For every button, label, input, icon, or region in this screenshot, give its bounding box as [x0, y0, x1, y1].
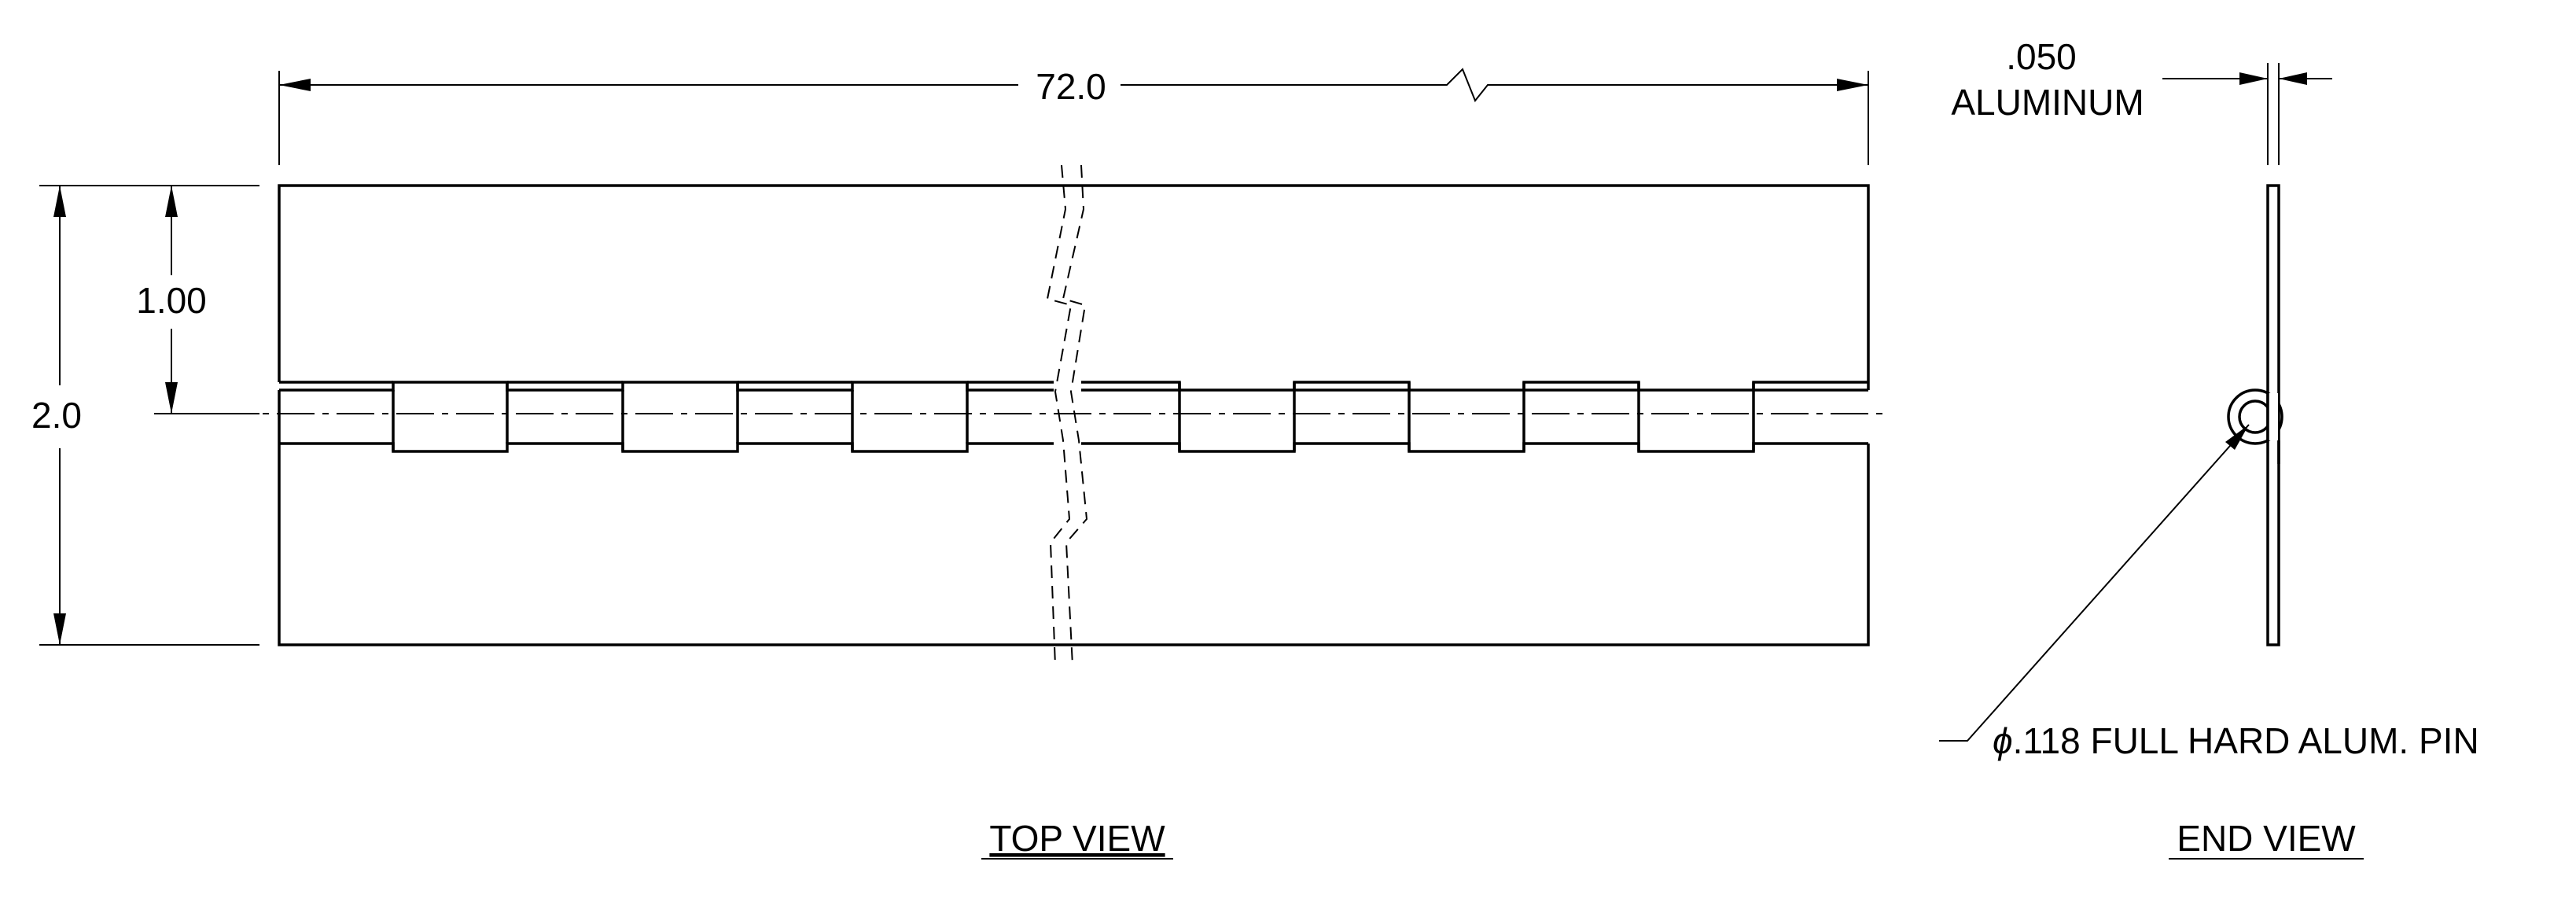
material-label: ALUMINUM — [1951, 82, 2144, 123]
upper-leaf-outline — [278, 184, 1870, 390]
knuckle-band — [278, 381, 1868, 453]
end-view-label: END VIEW — [2177, 818, 2356, 859]
break-lines — [1046, 164, 1088, 666]
length-dimension — [278, 68, 1869, 165]
pin-leader — [1939, 424, 2250, 742]
thickness-dimension — [2162, 63, 2332, 165]
lower-leaf-outline — [278, 444, 1870, 646]
thickness-label: .050 — [2006, 36, 2077, 77]
length-dimension-label: 72.0 — [1036, 66, 1106, 107]
pin-note-text: .118 FULL HARD ALUM. PIN — [2013, 720, 2479, 761]
end-view: .050 ALUMINUM ϕ.118 FULL HARD ALUM. PIN … — [1939, 36, 2479, 860]
top-view-label: TOP VIEW — [989, 818, 1165, 859]
top-view: 72.0 2.0 1.00 TOP VIEW — [31, 66, 1887, 860]
pin-note-label: ϕ.118 FULL HARD ALUM. PIN — [1993, 720, 2479, 761]
width-dimension-label: 2.0 — [31, 395, 82, 436]
pin-circle — [2238, 399, 2272, 434]
half-width-dimension — [154, 186, 259, 414]
width-dimension — [39, 185, 259, 646]
pin-knuckle-outer — [2227, 388, 2283, 445]
half-width-dimension-label: 1.00 — [136, 280, 207, 321]
diameter-symbol: ϕ — [1993, 720, 2013, 761]
